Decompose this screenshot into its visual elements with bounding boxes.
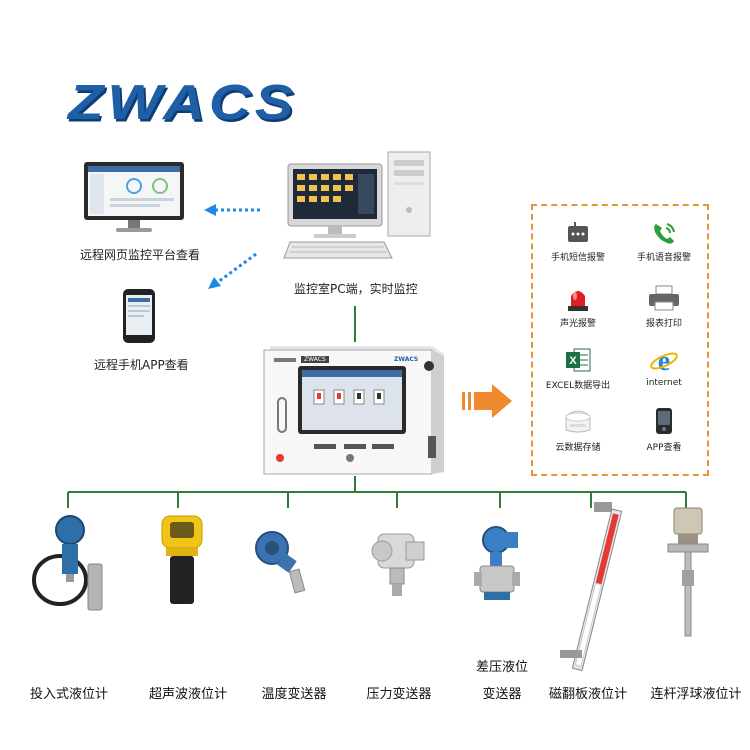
output-item: 手机语音报警 [621, 220, 707, 263]
sensor-label-differential-1: 差压液位 [475, 660, 528, 675]
svg-text:e: e [658, 346, 670, 377]
printer-icon [649, 285, 679, 311]
sensor-label-differential-2: 变送器 [482, 687, 522, 702]
sensor-label-temperature: 温度变送器 [261, 687, 327, 702]
controller-brand: ZWACS [394, 356, 419, 363]
output-functions-panel: 手机短信报警 手机语音报警 声光报警 报表打印 X [531, 204, 709, 476]
temperature-transmitter-icon [255, 531, 306, 594]
sms-phone-icon [568, 222, 588, 242]
excel-icon: X [566, 348, 591, 372]
orange-arrow-icon [462, 384, 512, 418]
cloud-storage-icon [565, 410, 591, 433]
pc-workstation-icon [283, 151, 431, 259]
sensor-label-magnetic-flap: 磁翻板液位计 [548, 687, 627, 702]
mobile-app-label: 远程手机APP查看 [94, 358, 189, 372]
controller-badge: ZWACS [301, 356, 329, 363]
sensor-label-ultrasonic: 超声波液位计 [148, 687, 227, 702]
controller-cabinet [263, 346, 444, 475]
brand-logo: ZWACS [68, 74, 298, 131]
output-item: 声光报警 [535, 284, 621, 329]
pc-monitor-label: 监控室PC端，实时监控 [294, 282, 418, 296]
submersible-level-sensor-icon [32, 515, 103, 611]
smartphone-icon [656, 408, 672, 434]
output-item: 云数据存储 [535, 406, 621, 453]
sensor-label-rod-float: 连杆浮球液位计 [650, 687, 742, 702]
magnetic-flap-level-gauge-icon [560, 502, 623, 672]
output-item: 手机短信报警 [535, 220, 621, 263]
svg-text:X: X [569, 355, 577, 367]
output-item: APP查看 [621, 406, 707, 453]
ultrasonic-level-sensor-icon [161, 515, 203, 604]
voice-call-icon [654, 223, 675, 244]
blue-dotted-arrows [204, 204, 260, 289]
sensor-label-submersible: 投入式液位计 [29, 687, 108, 702]
pressure-transmitter-icon [371, 533, 425, 596]
web-monitor-label: 远程网页监控平台查看 [80, 248, 201, 262]
mobile-phone-icon [123, 289, 155, 343]
output-item: e internet [646, 346, 682, 388]
alarm-light-icon [568, 291, 588, 311]
output-item: 报表打印 [621, 284, 707, 329]
differential-pressure-transmitter-icon [474, 526, 520, 600]
web-monitor-icon [84, 162, 184, 232]
rod-float-level-gauge-icon [667, 507, 709, 637]
output-item: X EXCEL数据导出 [535, 346, 621, 391]
sensor-label-pressure: 压力变送器 [366, 687, 432, 702]
ie-browser-icon: e [650, 346, 678, 377]
